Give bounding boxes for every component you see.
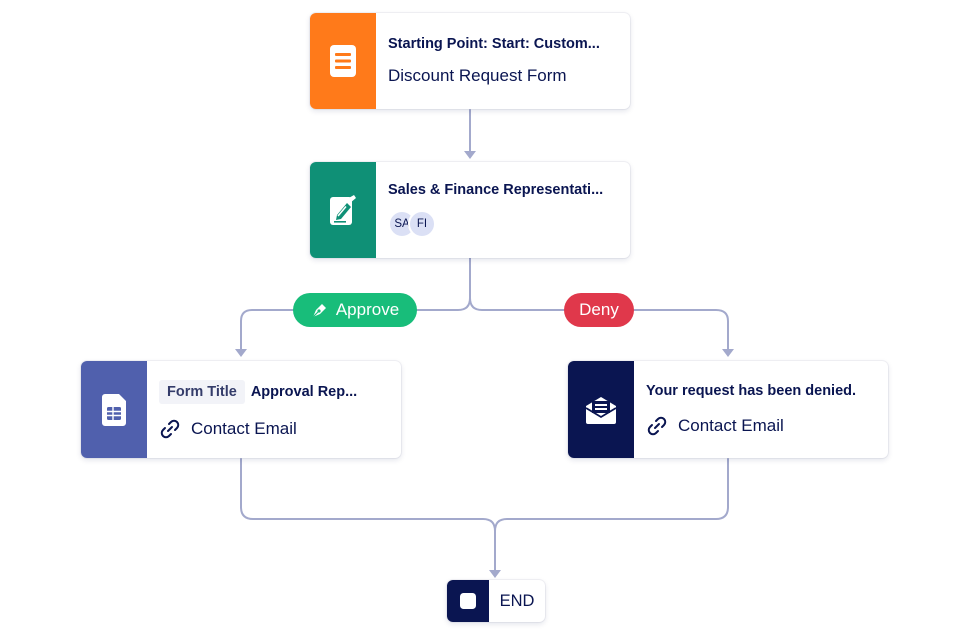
connector-arrowheads — [235, 151, 734, 578]
link-icon — [647, 416, 667, 435]
approve-branch-label[interactable]: Approve — [293, 293, 417, 327]
connector-approved-to-end — [240, 458, 496, 571]
approved-email-recipient: Contact Email — [191, 418, 297, 438]
link-icon — [160, 419, 180, 438]
start-node-title: Starting Point: Start: Custom... — [388, 36, 600, 52]
denied-email-icon-box — [568, 361, 634, 458]
end-label: END — [499, 591, 535, 610]
form-title-tag: Form Title — [159, 379, 245, 404]
start-icon-box — [310, 13, 376, 109]
approval-signature-icon — [330, 195, 356, 225]
start-node-subtitle: Discount Request Form — [388, 66, 567, 85]
approved-email-recipient-row: Contact Email — [159, 418, 389, 440]
approval-icon-box — [310, 162, 376, 258]
approved-email-title: Approval Rep... — [250, 383, 358, 400]
denied-email-title: Your request has been denied. — [646, 382, 857, 399]
end-icon-box — [447, 580, 489, 622]
deny-branch-label[interactable]: Deny — [564, 293, 634, 327]
approve-label-text: Approve — [335, 300, 400, 319]
arrowhead — [722, 349, 734, 357]
approved-email-icon-box — [81, 361, 147, 458]
denied-email-recipient: Contact Email — [678, 415, 784, 435]
envelope-icon — [585, 396, 617, 424]
assignee-avatars: SA FI — [388, 210, 618, 238]
arrowhead — [489, 570, 501, 578]
approval-node-title: Sales & Finance Representati... — [388, 182, 604, 198]
arrowhead — [464, 151, 476, 159]
stop-square-icon — [460, 593, 476, 609]
start-node[interactable]: Starting Point: Start: Custom... Discoun… — [310, 13, 630, 109]
form-document-icon — [330, 45, 356, 77]
avatar[interactable]: FI — [408, 210, 436, 238]
denied-email-node[interactable]: Your request has been denied. Contact Em… — [568, 361, 888, 458]
denied-email-node-body: Your request has been denied. Contact Em… — [634, 361, 888, 458]
approval-node-body: Sales & Finance Representati... SA FI — [376, 162, 630, 258]
approved-email-node-body: Form Title Approval Rep... Contact Email — [147, 361, 401, 458]
approval-node[interactable]: Sales & Finance Representati... SA FI — [310, 162, 630, 258]
connector-approval-to-deny — [469, 297, 729, 351]
denied-email-recipient-row: Contact Email — [646, 415, 876, 437]
end-node[interactable]: END — [447, 580, 545, 622]
approved-email-title-row: Form Title Approval Rep... — [159, 379, 389, 404]
approved-email-node[interactable]: Form Title Approval Rep... Contact Email — [81, 361, 401, 458]
form-table-icon — [102, 393, 126, 426]
arrowhead — [235, 349, 247, 357]
connector-paths — [240, 109, 729, 571]
deny-label-text: Deny — [579, 300, 619, 319]
connector-denied-to-end — [494, 458, 729, 532]
start-node-body: Starting Point: Start: Custom... Discoun… — [376, 13, 630, 109]
approve-pen-icon — [312, 304, 326, 318]
